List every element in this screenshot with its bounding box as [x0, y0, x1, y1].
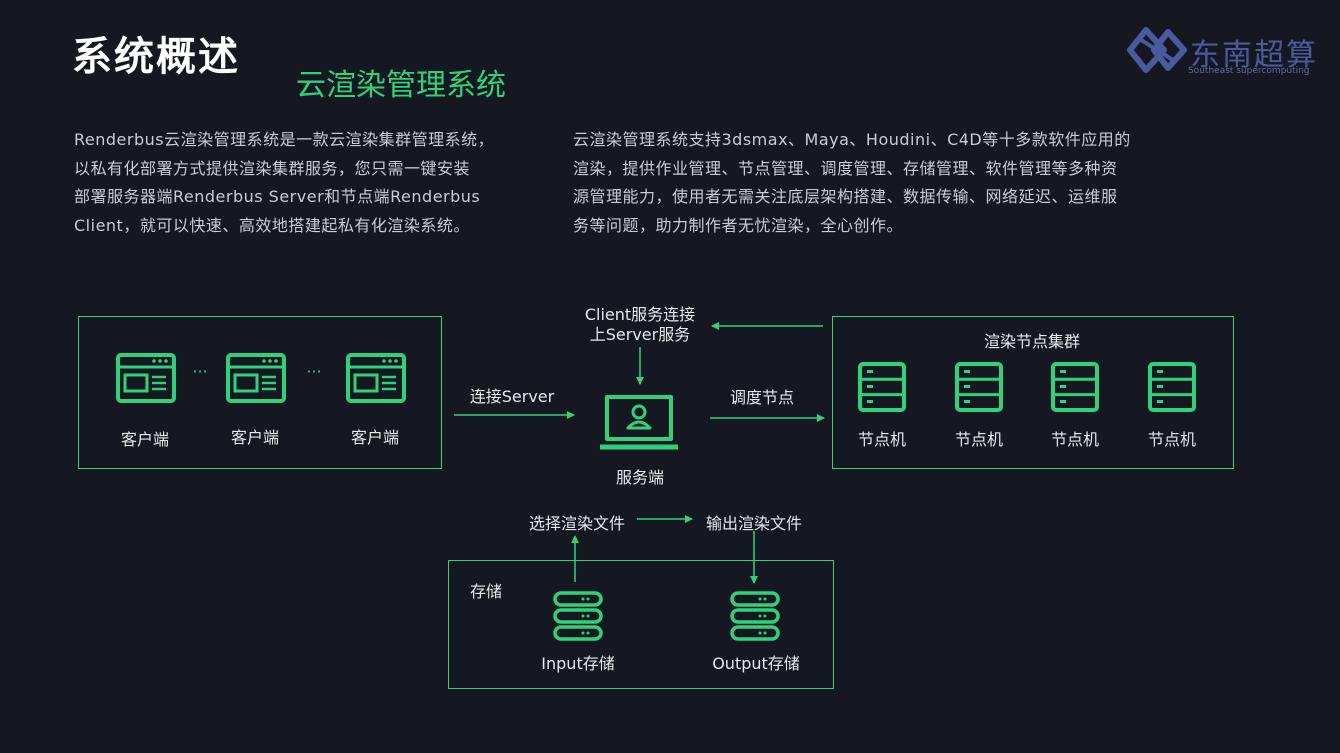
intro-left-paragraph: Renderbus云渲染管理系统是一款云渲染集群管理系统， 以私有化部署方式提供…: [74, 126, 494, 240]
schedule-node-label: 调度节点: [729, 388, 795, 407]
intro-left-line: 以私有化部署方式提供渲染集群服务，您只需一键安装: [74, 158, 471, 178]
clients-group-box: [78, 316, 442, 469]
render-node-icon: [955, 362, 1003, 412]
page-title: 系统概述: [72, 34, 240, 80]
input-storage-icon: [553, 591, 603, 641]
render-node-icon: [1148, 362, 1196, 412]
render-node-label: 节点机: [1147, 430, 1197, 449]
output-render-file-label: 输出渲染文件: [705, 514, 803, 533]
client-label: 客户端: [120, 430, 170, 449]
intro-right-line: 渲染，提供作业管理、节点管理、调度管理、存储管理、软件管理等多种资: [573, 158, 1118, 178]
ellipsis-separator: ···: [306, 362, 322, 381]
render-node-label: 节点机: [1050, 430, 1100, 449]
storage-box: [448, 560, 834, 689]
input-storage-label: Input存储: [541, 654, 615, 673]
intro-left-line: Client，就可以快速、高效地搭建起私有化渲染系统。: [74, 215, 470, 235]
select-render-file-label: 选择渲染文件: [528, 514, 626, 533]
render-node-label: 节点机: [857, 430, 907, 449]
connect-server-label: 连接Server: [469, 387, 555, 406]
client-connect-label-line2: 上Server服务: [589, 325, 691, 344]
output-storage-icon: [730, 591, 780, 641]
output-storage-label: Output存储: [712, 654, 800, 673]
client-window-icon: [346, 353, 406, 403]
render-cluster-title: 渲染节点集群: [983, 332, 1081, 351]
render-cluster-box: [832, 316, 1234, 469]
client-label: 客户端: [230, 428, 280, 447]
client-window-icon: [226, 353, 286, 403]
render-node-icon: [858, 362, 906, 412]
intro-right-paragraph: 云渲染管理系统支持3dsmax、Maya、Houdini、C4D等十多款软件应用…: [573, 126, 1131, 240]
render-node-label: 节点机: [954, 430, 1004, 449]
storage-title: 存储: [470, 582, 503, 601]
ellipsis-separator: ···: [192, 362, 208, 381]
intro-right-line: 务等问题，助力制作者无忧渲染，全心创作。: [573, 215, 904, 235]
server-laptop-icon: [600, 395, 678, 450]
intro-left-line: Renderbus云渲染管理系统是一款云渲染集群管理系统，: [74, 130, 495, 149]
page-subtitle: 云渲染管理系统: [296, 68, 506, 103]
client-window-icon: [116, 353, 176, 403]
client-connect-label-line1: Client服务连接: [584, 305, 696, 324]
render-node-icon: [1051, 362, 1099, 412]
intro-right-line: 源管理能力，使用者无需关注底层架构搭建、数据传输、网络延迟、运维服: [573, 187, 1118, 207]
intro-left-line: 部署服务器端Renderbus Server和节点端Renderbus: [74, 187, 481, 207]
logo-english-text: Southeast supercomputing: [1188, 66, 1310, 76]
server-label: 服务端: [615, 468, 665, 487]
intro-right-line: 云渲染管理系统支持3dsmax、Maya、Houdini、C4D等十多款软件应用…: [573, 130, 1131, 149]
logo-chinese-text: 东南超算: [1190, 38, 1318, 73]
client-label: 客户端: [350, 428, 400, 447]
